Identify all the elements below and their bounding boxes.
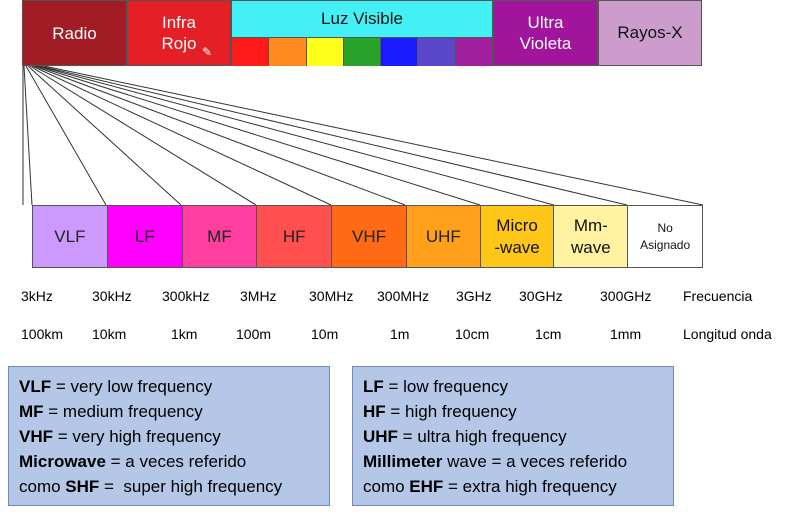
band-label: UHF xyxy=(425,226,461,246)
frequency-title: Frecuencia xyxy=(683,288,753,304)
visible-swatch xyxy=(380,37,418,66)
legend-term: HF xyxy=(363,402,386,421)
wl-10cm: 10cm xyxy=(455,326,490,342)
legend-line: HF = high frequency xyxy=(363,399,663,424)
legend-term: MF xyxy=(19,402,44,421)
visible-swatch xyxy=(268,37,306,66)
xray-segment: Rayos-X xyxy=(598,0,702,66)
ultraviolet-segment: Ultra Violeta xyxy=(493,0,598,66)
legend-term: LF xyxy=(363,377,384,396)
infrared-label-line1: Infra xyxy=(161,13,197,32)
legend-line: VHF = very high frequency xyxy=(19,424,319,449)
wl-1m: 1m xyxy=(390,326,410,342)
legend-definition: = very high frequency xyxy=(53,427,221,446)
legend-definition: = very low frequency xyxy=(51,377,213,396)
visible-swatch xyxy=(454,37,492,66)
wl-100m: 100m xyxy=(236,326,272,342)
legend-definition: wave = a veces referido xyxy=(442,452,628,471)
freq-30mhz: 30MHz xyxy=(309,288,354,304)
wl-10m: 10m xyxy=(311,326,339,342)
legend-definition: = super high frequency xyxy=(99,477,283,496)
visible-swatch-row xyxy=(232,37,492,66)
freq-300khz: 300kHz xyxy=(162,288,210,304)
freq-300ghz: 300GHz xyxy=(600,288,652,304)
wavelength-title: Longitud onda xyxy=(683,326,772,342)
visible-light-segment: Luz Visible xyxy=(231,0,493,66)
legend-definition: = a veces referido xyxy=(105,452,247,471)
band-label: MF xyxy=(207,226,232,246)
legend-definition: = high frequency xyxy=(385,402,517,421)
pencil-icon: ✎ xyxy=(202,45,213,59)
radio-segment: Radio xyxy=(22,0,127,66)
wavelength-row: 100km 10km 1km 100m 10m 1m 10cm 1cm 1mm … xyxy=(0,326,795,346)
visible-swatch xyxy=(417,37,455,66)
visible-light-label: Luz Visible xyxy=(321,9,403,28)
legend-term: VLF xyxy=(19,377,52,396)
legend-term: UHF xyxy=(363,427,398,446)
visible-swatch xyxy=(305,37,343,66)
legend-term: EHF xyxy=(409,477,444,496)
band-cell: Mm- wave xyxy=(553,206,628,267)
legend-term: Microwave xyxy=(19,452,106,471)
freq-3ghz: 3GHz xyxy=(456,288,492,304)
freq-30khz: 30kHz xyxy=(92,288,132,304)
legend-line: LF = low frequency xyxy=(363,374,663,399)
legend-definition: = ultra high frequency xyxy=(397,427,567,446)
legend-term: VHF xyxy=(19,427,53,446)
wl-10km: 10km xyxy=(92,326,127,342)
visible-light-header: Luz Visible xyxy=(232,1,492,37)
visible-swatch xyxy=(342,37,381,66)
ultraviolet-label-line2: Violeta xyxy=(519,34,572,53)
ultraviolet-label-line1: Ultra xyxy=(527,13,564,32)
xray-label: Rayos-X xyxy=(617,23,683,42)
band-label: LF xyxy=(134,226,155,246)
band-label: No Asignado xyxy=(640,220,691,252)
band-cell: MF xyxy=(181,206,257,267)
visible-swatch xyxy=(232,37,269,66)
radio-label: Radio xyxy=(52,23,97,43)
band-cell: No Asignado xyxy=(627,206,703,267)
legend-definition: = low frequency xyxy=(383,377,509,396)
legend-term: Millimeter xyxy=(363,452,443,471)
band-cell: VLF xyxy=(33,206,107,267)
wl-100km: 100km xyxy=(21,326,64,342)
freq-30ghz: 30GHz xyxy=(519,288,563,304)
freq-3mhz: 3MHz xyxy=(240,288,277,304)
infrared-segment: Infra Rojo ✎ xyxy=(127,0,231,66)
legend-prefix: como xyxy=(363,477,410,496)
band-cell: LF xyxy=(106,206,182,267)
legend-term: SHF xyxy=(65,477,100,496)
band-cell: HF xyxy=(256,206,332,267)
legend-line: como EHF = extra high frequency xyxy=(363,474,663,499)
band-cell: Micro -wave xyxy=(479,206,554,267)
legend-line: Microwave = a veces referido xyxy=(19,449,319,474)
freq-300mhz: 300MHz xyxy=(377,288,430,304)
band-label: VLF xyxy=(54,226,86,246)
legend-line: Millimeter wave = a veces referido xyxy=(363,449,663,474)
legend-line: UHF = ultra high frequency xyxy=(363,424,663,449)
band-cell: UHF xyxy=(405,206,480,267)
wl-1cm: 1cm xyxy=(535,326,562,342)
legend-definition: = medium frequency xyxy=(43,402,203,421)
legend-line: como SHF = super high frequency xyxy=(19,474,319,499)
band-label: VHF xyxy=(352,226,387,246)
wl-1mm: 1mm xyxy=(610,326,642,342)
band-label: Mm- wave xyxy=(571,215,611,257)
legend-definition: = extra high frequency xyxy=(443,477,617,496)
band-label: Micro -wave xyxy=(494,215,540,257)
legend-line: VLF = very low frequency xyxy=(19,374,319,399)
wl-1km: 1km xyxy=(171,326,198,342)
infrared-label-line2: Rojo xyxy=(161,34,197,53)
frequency-row: 3kHz 30kHz 300kHz 3MHz 30MHz 300MHz 3GHz… xyxy=(0,288,795,308)
legend-prefix: como xyxy=(19,477,66,496)
band-label: HF xyxy=(282,226,306,246)
band-row: VLF LF MF HF VHF UHF Micro -wave Mm- wave No Asi… xyxy=(32,205,703,268)
freq-3khz: 3kHz xyxy=(21,288,53,304)
band-cell: VHF xyxy=(331,206,406,267)
legend-line: MF = medium frequency xyxy=(19,399,319,424)
